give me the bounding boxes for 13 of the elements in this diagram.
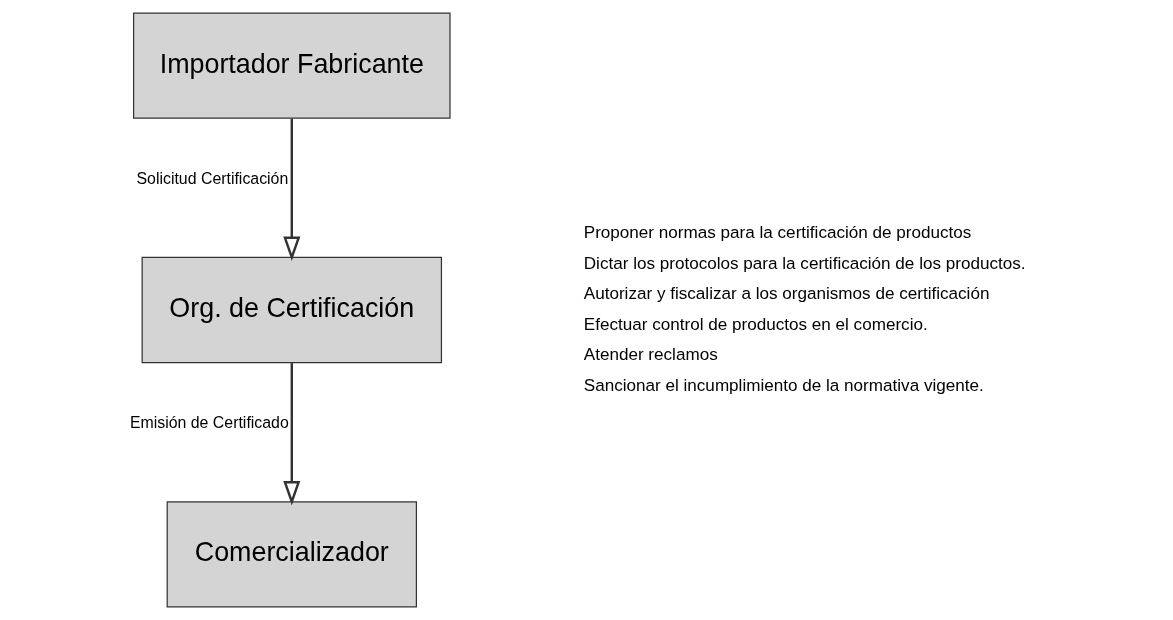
label: Dictar los protocolos para la certificación de los productos. (583, 253, 1026, 273)
node-box: Comercializador (166, 501, 417, 608)
label: Proponer normas para la certificación de productos (583, 223, 972, 243)
label: Sancionar el incumplimiento de la normativa vigente. (583, 375, 984, 395)
node-box: Org. de Certificación (141, 256, 443, 364)
label: Efectuar control de productos en el comercio. (583, 314, 928, 334)
label: Autorizar y fiscalizar a los organismos de certificación (583, 284, 990, 304)
label: Atender reclamos (583, 345, 718, 365)
arrow (283, 363, 301, 506)
arrow (283, 118, 301, 262)
node-box: Importador Fabricante (133, 12, 451, 119)
edge-label: Solicitud Certificación (136, 169, 289, 187)
edge-label: Emisión de Certificado (129, 414, 289, 432)
